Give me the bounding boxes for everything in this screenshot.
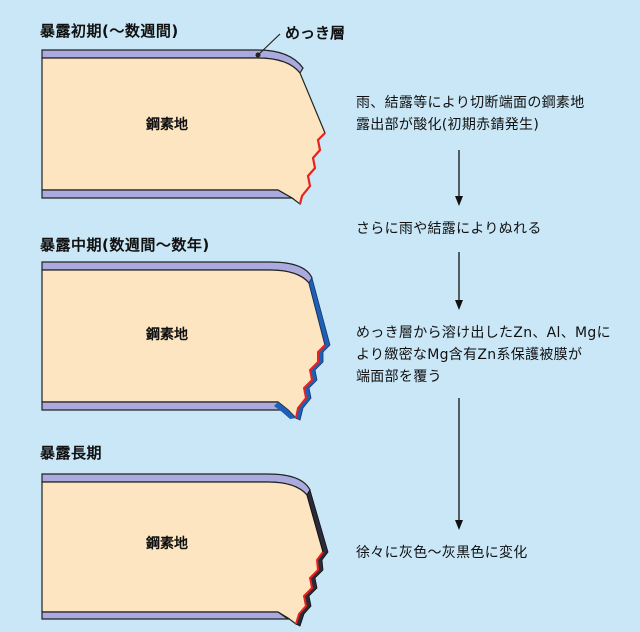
stage-2-steel-sheet: [41, 261, 331, 421]
plating-layer-label: めっき層: [285, 24, 346, 42]
stage-1-title: 暴露初期(〜数週間): [40, 22, 179, 40]
stage-2-red-rust: [295, 344, 326, 419]
plating-leader-line: [257, 33, 281, 56]
stage-2-steel-label: 鋼素地: [146, 327, 188, 343]
stage-1-steel-sheet: [41, 33, 326, 206]
stage-3-steel-sheet: [41, 473, 329, 627]
stage-2-title: 暴露中期(数週間〜数年): [40, 236, 210, 254]
stage-1-bottom-plating: [41, 189, 295, 199]
stage-2-steel-base: [41, 269, 326, 420]
plating-leader-dot: [255, 52, 261, 58]
description-protective-film: めっき層から溶け出したZn、Al、Mgに より緻密なMg含有Zn系保護被膜が 端…: [356, 325, 611, 385]
stage-3-bottom-plating: [41, 611, 290, 620]
stage-3-red-rust: [295, 551, 324, 625]
stage-1-red-rust: [298, 132, 326, 205]
stage-1-steel-label: 鋼素地: [146, 117, 188, 133]
description-wetting: さらに雨や結露によりぬれる: [356, 221, 542, 237]
description-color-change: 徐々に灰色〜灰黒色に変化: [356, 545, 528, 561]
stage-2-bottom-plating: [41, 401, 290, 411]
arrow-3: [455, 398, 463, 530]
arrow-1: [455, 150, 463, 206]
arrow-2: [455, 252, 463, 310]
stage-3-title: 暴露長期: [40, 444, 103, 462]
stage-3-steel-label: 鋼素地: [146, 536, 188, 552]
stage-3-steel-base: [41, 481, 324, 625]
stage-2-bottom-film: [274, 402, 296, 419]
description-initial-rust: 雨、結露等により切断端面の鋼素地 露出部が酸化(初期赤錆発生): [356, 95, 585, 133]
